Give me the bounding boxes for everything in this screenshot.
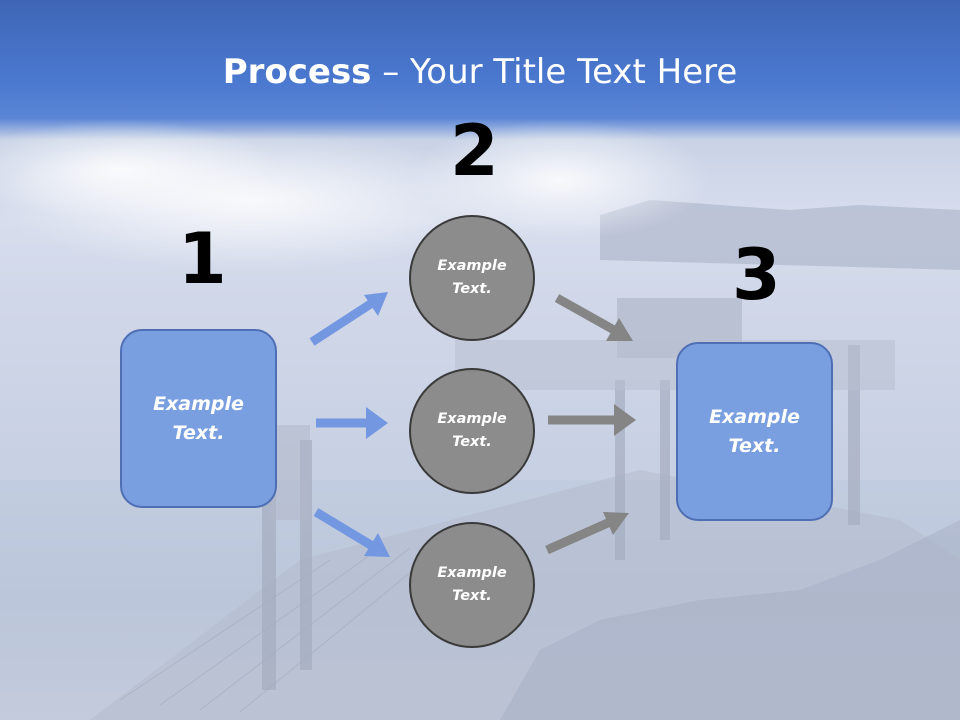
arrow-to-bottom-circle	[313, 508, 390, 557]
arrow-from-bottom-circle	[545, 512, 629, 555]
arrow-from-middle-circle	[548, 404, 636, 436]
circle-middle-label: Example Text.	[437, 410, 507, 450]
step-number-1: 1	[178, 218, 227, 300]
circle-top-label: Example Text.	[437, 257, 507, 297]
title-bold: Process	[222, 52, 372, 92]
arrow-from-top-circle	[554, 294, 633, 341]
right-process-box[interactable]: Example Text.	[676, 342, 833, 521]
arrow-to-top-circle	[309, 292, 388, 346]
step-number-2: 2	[450, 110, 499, 192]
step-number-3: 3	[732, 234, 781, 316]
right-box-label: Example Text.	[709, 406, 800, 457]
process-circle-top[interactable]: Example Text.	[409, 215, 535, 341]
arrow-to-middle-circle	[316, 407, 388, 439]
slide-title: Process – Your Title Text Here	[0, 52, 960, 92]
left-process-box[interactable]: Example Text.	[120, 329, 277, 508]
circle-bottom-label: Example Text.	[437, 564, 507, 604]
title-rest: – Your Title Text Here	[371, 52, 738, 92]
process-circle-middle[interactable]: Example Text.	[409, 368, 535, 494]
process-circle-bottom[interactable]: Example Text.	[409, 522, 535, 648]
left-box-label: Example Text.	[153, 393, 244, 444]
